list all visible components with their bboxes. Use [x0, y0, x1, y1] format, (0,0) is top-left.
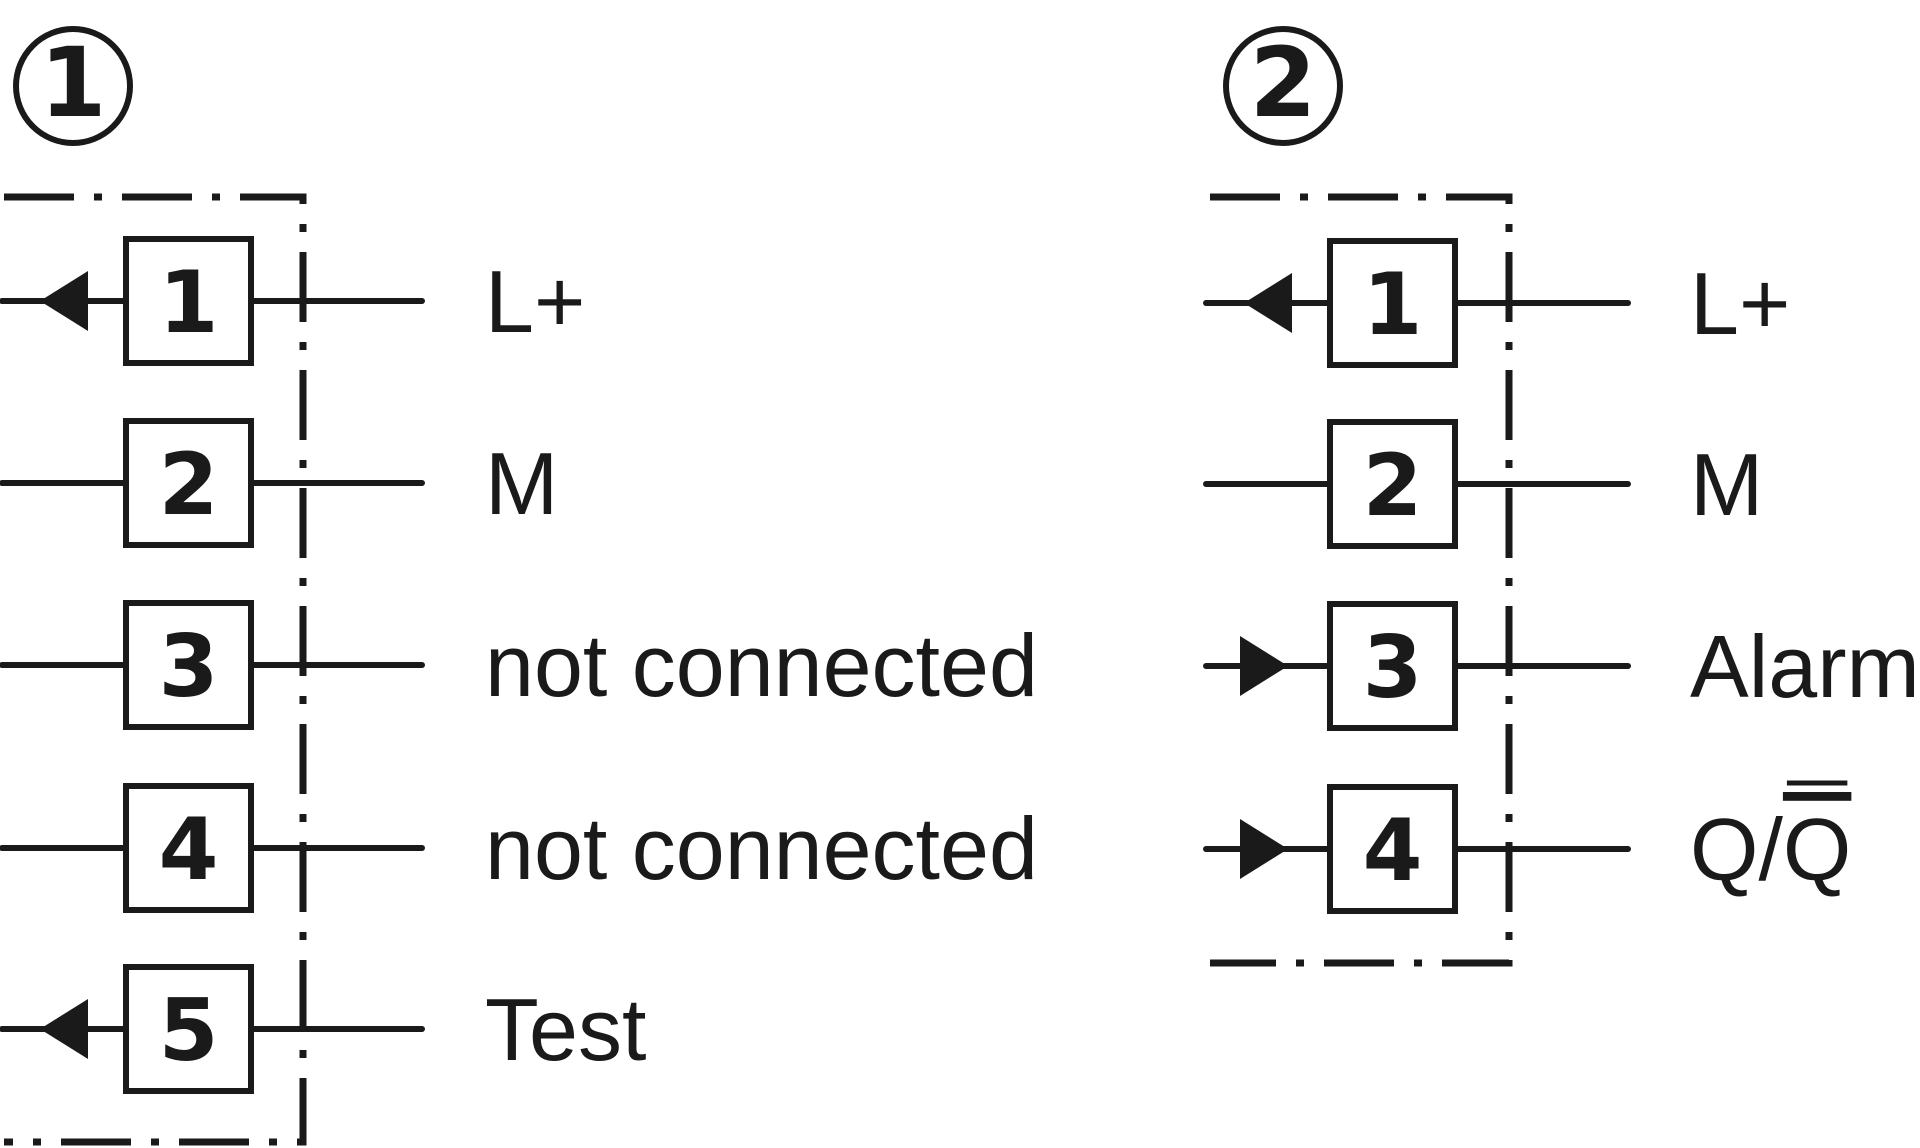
- pin-number: 3: [1363, 618, 1423, 718]
- pin-row-3: 3 not connected: [0, 600, 1038, 730]
- pin-signal-label: M: [1690, 435, 1763, 534]
- pin-signal-label: not connected: [485, 616, 1038, 715]
- pin-signal-label: L+: [1690, 254, 1790, 353]
- pin-box: [123, 783, 254, 913]
- pin-signal-label: Q/Q: [1690, 800, 1851, 899]
- housing-frame: [1210, 193, 1513, 967]
- pin-number: 1: [159, 253, 219, 353]
- pin-row-4: 4 not connected: [0, 783, 1038, 913]
- output-arrow-icon: [1244, 273, 1292, 333]
- pin-box: [123, 600, 254, 730]
- pin-row-4: 4 Q/Q: [1203, 780, 1851, 914]
- pin-signal-label: Test: [485, 980, 646, 1079]
- pin-signal-label: M: [485, 434, 558, 533]
- pin-row-1: 1 L+: [1203, 238, 1790, 368]
- pin-box: [123, 418, 254, 548]
- connector-badge-label: 2: [1250, 27, 1317, 139]
- pin-box: [1327, 784, 1458, 914]
- pin-row-1: 1 L+: [0, 236, 585, 366]
- pin-number: 2: [159, 435, 219, 535]
- pin-row-3: 3 Alarm: [1203, 601, 1920, 731]
- output-arrow-icon: [40, 999, 88, 1059]
- pin-number: 4: [1363, 801, 1423, 901]
- housing-frame: [4, 193, 307, 1146]
- pin-signal-label: L+: [485, 252, 585, 351]
- connector-badge: 2: [1223, 26, 1343, 146]
- input-arrow-icon: [1240, 819, 1288, 879]
- output-arrow-icon: [40, 271, 88, 331]
- pin-box: [1327, 601, 1458, 731]
- pin-number: 4: [159, 800, 219, 900]
- pin-box: [123, 236, 254, 366]
- pin-number: 2: [1363, 436, 1423, 536]
- pin-number: 3: [159, 617, 219, 717]
- pin-signal-label: Alarm: [1690, 617, 1920, 716]
- pin-number: 1: [1363, 255, 1423, 355]
- pin-row-5: 5 Test: [0, 964, 646, 1094]
- pin-number: 5: [159, 981, 219, 1081]
- pin-box: [123, 964, 254, 1094]
- connector-badge-label: 1: [40, 27, 107, 139]
- connector-badge: 1: [13, 26, 133, 146]
- input-arrow-icon: [1240, 636, 1288, 696]
- pin-signal-label: not connected: [485, 799, 1038, 898]
- pin-box: [1327, 419, 1458, 549]
- pin-box: [1327, 238, 1458, 368]
